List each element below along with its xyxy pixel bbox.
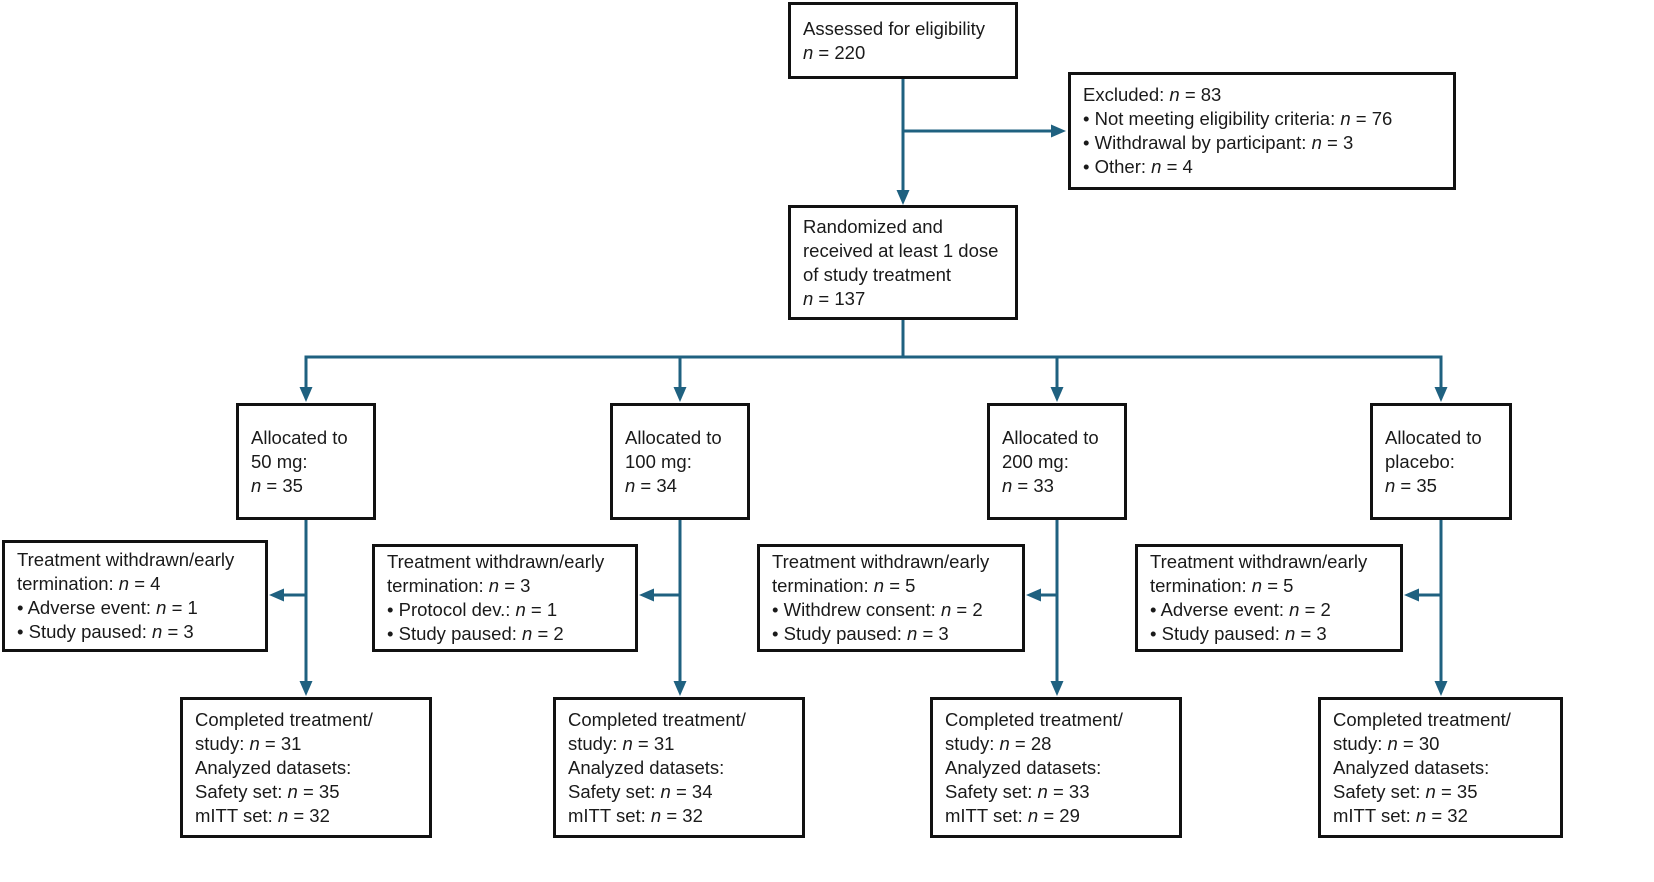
box-allocated-200mg: Allocated to 200 mg: n = 33: [987, 403, 1127, 520]
box-line: Safety set: n = 34: [568, 780, 713, 802]
box-line: Allocated to: [1002, 426, 1099, 448]
box-line: • Adverse event: n = 1: [17, 597, 198, 618]
box-line: Safety set: n = 33: [945, 780, 1090, 802]
box-line: Allocated to: [625, 426, 722, 448]
box-line: termination: n = 5: [1150, 575, 1294, 596]
box-line: • Other: n = 4: [1083, 156, 1193, 177]
box-line: study: n = 28: [945, 732, 1052, 754]
box-line: • Not meeting eligibility criteria: n = …: [1083, 108, 1393, 129]
box-completed-200mg: Completed treatment/ study: n = 28 Analy…: [930, 697, 1182, 838]
box-withdrawn-200mg: Treatment withdrawn/early termination: n…: [757, 544, 1025, 652]
box-line: Randomized and: [803, 215, 943, 237]
box-line: 50 mg:: [251, 450, 308, 472]
box-line: Treatment withdrawn/early: [387, 551, 605, 572]
box-line: mITT set: n = 29: [945, 804, 1080, 826]
box-line: • Study paused: n = 3: [1150, 623, 1327, 644]
box-line: Excluded: n = 83: [1083, 84, 1222, 105]
box-withdrawn-100mg: Treatment withdrawn/early termination: n…: [372, 544, 638, 652]
box-line: Treatment withdrawn/early: [772, 551, 990, 572]
box-line: 200 mg:: [1002, 450, 1069, 472]
box-line: Safety set: n = 35: [1333, 780, 1478, 802]
box-line: study: n = 31: [568, 732, 675, 754]
box-line: • Study paused: n = 2: [387, 623, 564, 644]
box-line: termination: n = 5: [772, 575, 916, 596]
box-line: n = 34: [625, 474, 677, 496]
box-line: Assessed for eligibility: [803, 17, 985, 39]
box-line: Analyzed datasets:: [195, 756, 352, 778]
box-line: 100 mg:: [625, 450, 692, 472]
box-allocated-100mg: Allocated to 100 mg: n = 34: [610, 403, 750, 520]
box-excluded: Excluded: n = 83 • Not meeting eligibili…: [1068, 72, 1456, 190]
box-line: n = 35: [251, 474, 303, 496]
box-completed-100mg: Completed treatment/ study: n = 31 Analy…: [553, 697, 805, 838]
box-line: Analyzed datasets:: [568, 756, 725, 778]
box-line: Allocated to: [251, 426, 348, 448]
box-line: • Withdrawal by participant: n = 3: [1083, 132, 1354, 153]
box-line: study: n = 30: [1333, 732, 1440, 754]
box-line: • Adverse event: n = 2: [1150, 599, 1331, 620]
box-line: mITT set: n = 32: [195, 804, 330, 826]
box-line: termination: n = 4: [17, 573, 161, 594]
box-line: Completed treatment/: [1333, 708, 1511, 730]
box-completed-placebo: Completed treatment/ study: n = 30 Analy…: [1318, 697, 1563, 838]
box-assessed-eligibility: Assessed for eligibility n = 220: [788, 2, 1018, 79]
box-line: • Withdrew consent: n = 2: [772, 599, 983, 620]
box-line: received at least 1 dose: [803, 239, 999, 261]
box-allocated-50mg: Allocated to 50 mg: n = 35: [236, 403, 376, 520]
box-allocated-placebo: Allocated to placebo: n = 35: [1370, 403, 1512, 520]
box-line: of study treatment: [803, 263, 952, 285]
box-withdrawn-50mg: Treatment withdrawn/early termination: n…: [2, 540, 268, 652]
box-line: Treatment withdrawn/early: [17, 549, 235, 570]
box-line: Allocated to: [1385, 426, 1482, 448]
box-line: n = 35: [1385, 474, 1437, 496]
box-randomized: Randomized and received at least 1 dose …: [788, 205, 1018, 320]
box-line: Completed treatment/: [945, 708, 1123, 730]
box-line: mITT set: n = 32: [568, 804, 703, 826]
box-line: termination: n = 3: [387, 575, 531, 596]
box-line: Safety set: n = 35: [195, 780, 340, 802]
box-line: n = 220: [803, 41, 866, 63]
box-line: placebo:: [1385, 450, 1455, 472]
box-line: Treatment withdrawn/early: [1150, 551, 1368, 572]
box-line: • Study paused: n = 3: [772, 623, 949, 644]
box-line: Completed treatment/: [195, 708, 373, 730]
box-line: • Protocol dev.: n = 1: [387, 599, 558, 620]
box-line: mITT set: n = 32: [1333, 804, 1468, 826]
box-line: n = 137: [803, 287, 866, 309]
box-line: Completed treatment/: [568, 708, 746, 730]
box-line: study: n = 31: [195, 732, 302, 754]
box-line: Analyzed datasets:: [1333, 756, 1490, 778]
box-withdrawn-placebo: Treatment withdrawn/early termination: n…: [1135, 544, 1403, 652]
box-line: n = 33: [1002, 474, 1054, 496]
box-line: Analyzed datasets:: [945, 756, 1102, 778]
box-completed-50mg: Completed treatment/ study: n = 31 Analy…: [180, 697, 432, 838]
box-line: • Study paused: n = 3: [17, 621, 194, 642]
